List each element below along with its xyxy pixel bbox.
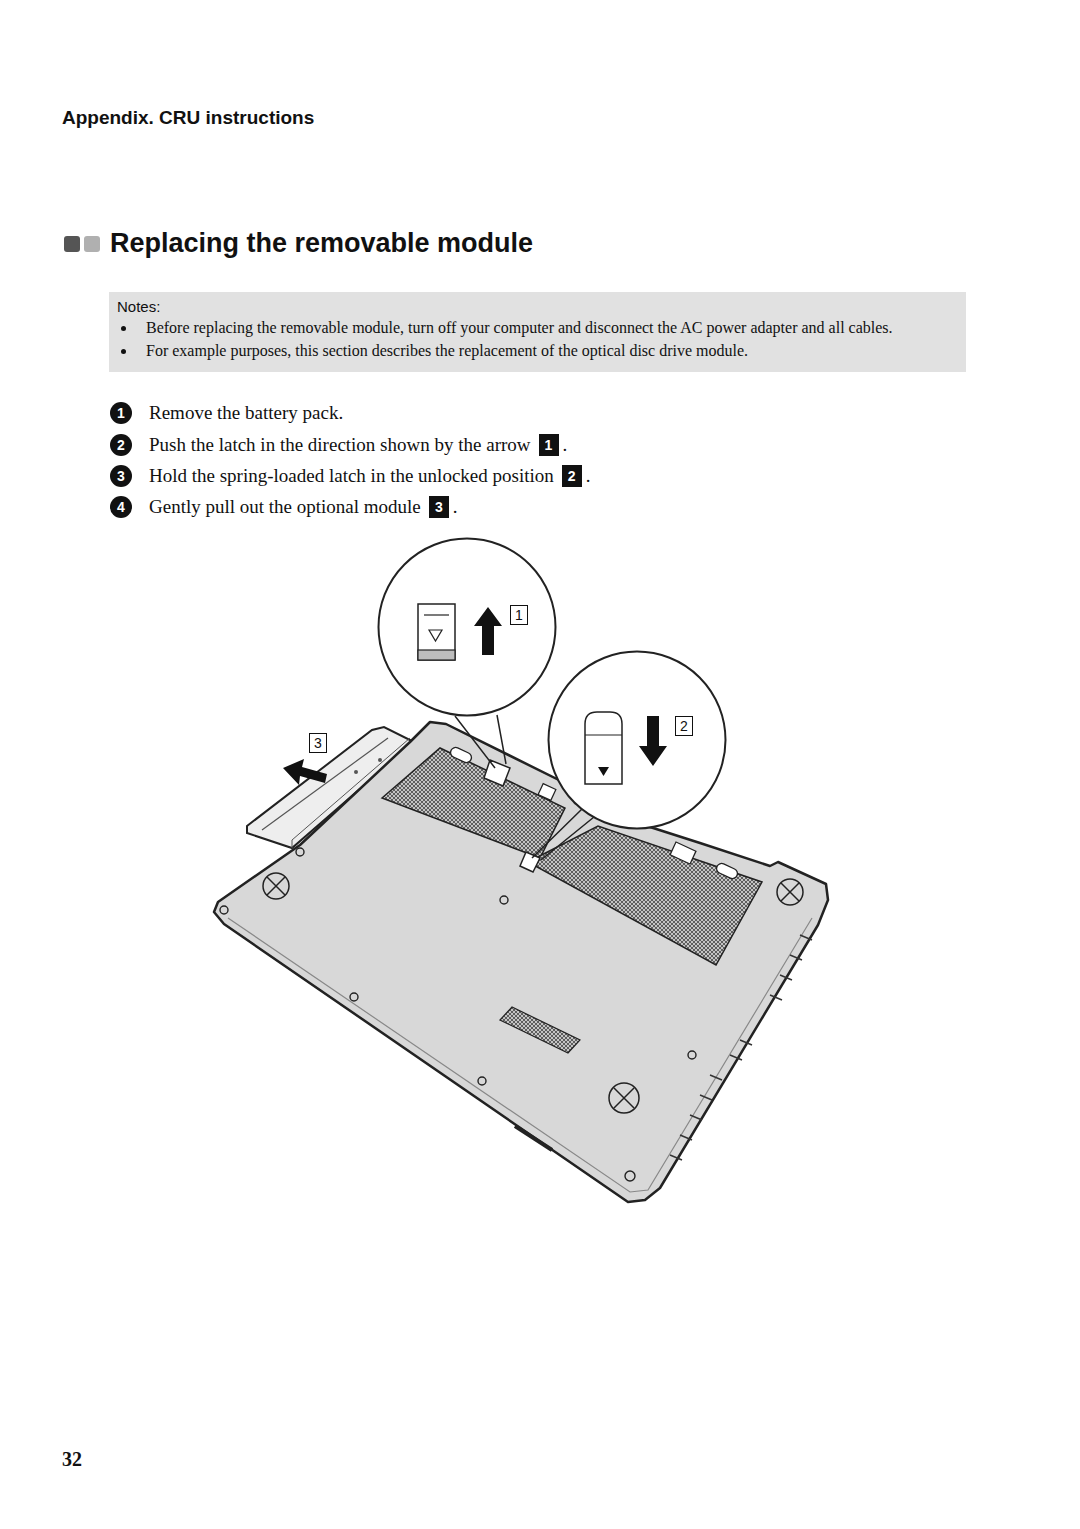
callout-number: 2 [675,716,693,736]
note-item: For example purposes, this section descr… [117,341,956,361]
step-text: Push the latch in the direction shown by… [149,434,531,456]
step-row: 3 Hold the spring-loaded latch in the unl… [110,463,590,489]
callout-circle: 2 [547,650,727,830]
circle-outline [547,650,727,830]
running-header: Appendix. CRU instructions [62,107,314,129]
step-row: 1 Remove the battery pack. [110,400,343,426]
note-text: Before replacing the removable module, t… [146,319,893,336]
latch-detail [378,538,556,716]
step-number: 3 [110,465,132,487]
circle-outline [379,539,556,716]
note-item: Before replacing the removable module, t… [117,318,956,338]
title-square [64,236,80,252]
step-number: 1 [110,402,132,424]
circle-outline [549,652,726,829]
punctuation: . [563,434,568,456]
latch-detail [548,651,726,829]
punctuation: . [586,465,591,487]
bullet-dot [121,326,126,331]
note-text: For example purposes, this section descr… [146,342,748,359]
step-number: 4 [110,496,132,518]
callout-number: 1 [539,434,559,456]
punctuation: . [453,496,458,518]
notes-box: Notes: Before replacing the removable mod… [109,292,966,372]
page-number: 32 [62,1448,82,1471]
step-text: Hold the spring-loaded latch in the unlo… [149,465,554,487]
callout-circle: 1 [377,537,557,717]
step-text: Gently pull out the optional module [149,496,421,518]
callout-number: 1 [510,605,528,625]
step-row: 4 Gently pull out the optional module 3. [110,494,458,520]
leader-line [455,715,594,860]
bullet-dot [121,349,126,354]
step-row: 2 Push the latch in the direction shown b… [110,432,567,458]
title-square [84,236,100,252]
step-number: 2 [110,434,132,456]
notes-heading: Notes: [117,298,956,315]
title-rule [555,244,983,248]
step-text: Remove the battery pack. [149,402,343,424]
callout-number: 2 [562,465,582,487]
callout-number: 3 [429,496,449,518]
callout-number: 3 [309,733,327,753]
pull-arrow [283,759,327,785]
laptop-body [214,722,828,1202]
section-title: Replacing the removable module [110,228,533,259]
circle-outline [377,537,557,717]
